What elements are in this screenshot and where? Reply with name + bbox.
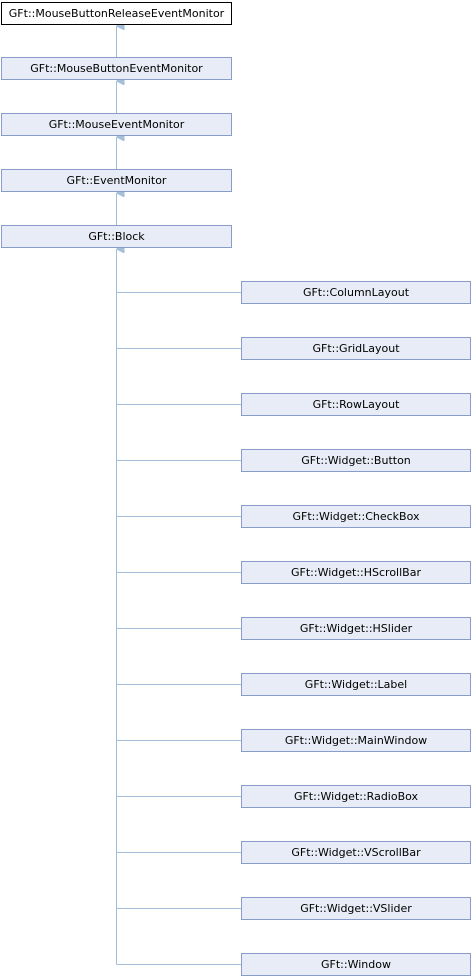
class-node-label: GFt::ColumnLayout: [303, 286, 410, 299]
class-node-widget-vscrollbar[interactable]: GFt::Widget::VScrollBar: [241, 841, 471, 864]
class-node-label: GFt::Widget::CheckBox: [292, 510, 420, 523]
class-node-label: GFt::Widget::HSlider: [300, 622, 413, 635]
class-node-event-monitor[interactable]: GFt::EventMonitor: [1, 169, 232, 192]
class-node-widget-checkbox[interactable]: GFt::Widget::CheckBox: [241, 505, 471, 528]
class-node-box: [241, 281, 471, 304]
class-node-box: [241, 841, 471, 864]
inheritance-edges: [116, 26, 241, 965]
class-node-box: [241, 505, 471, 528]
class-node-box: [241, 393, 471, 416]
class-node-row-layout[interactable]: GFt::RowLayout: [241, 393, 471, 416]
class-node-box: [241, 673, 471, 696]
class-node-button-event[interactable]: GFt::MouseButtonEventMonitor: [1, 57, 232, 80]
class-node-label: GFt::Widget::Label: [305, 678, 407, 691]
class-node-label: GFt::Widget::RadioBox: [294, 790, 419, 803]
class-node-widget-hslider[interactable]: GFt::Widget::HSlider: [241, 617, 471, 640]
class-node-widget-button[interactable]: GFt::Widget::Button: [241, 449, 471, 472]
class-node-widget-radiobox[interactable]: GFt::Widget::RadioBox: [241, 785, 471, 808]
class-node-widget-mainwindow[interactable]: GFt::Widget::MainWindow: [241, 729, 471, 752]
class-node-widget-vslider[interactable]: GFt::Widget::VSlider: [241, 897, 471, 920]
class-node-grid-layout[interactable]: GFt::GridLayout: [241, 337, 471, 360]
class-node-label: GFt::Widget::MainWindow: [285, 734, 427, 747]
class-node-box: [241, 785, 471, 808]
class-node-label: GFt::MouseButtonEventMonitor: [30, 62, 203, 75]
class-node-box: [241, 729, 471, 752]
class-node-mouse-event[interactable]: GFt::MouseEventMonitor: [1, 113, 232, 136]
class-node-box: [241, 897, 471, 920]
class-node-label: GFt::EventMonitor: [67, 174, 167, 187]
class-node-box: [1, 57, 232, 80]
class-node-label: GFt::Widget::VScrollBar: [291, 846, 421, 859]
class-node-box: [1, 169, 232, 192]
class-node-label: GFt::Widget::VSlider: [300, 902, 412, 915]
class-node-box: [241, 337, 471, 360]
class-node-label: GFt::Widget::HScrollBar: [291, 566, 421, 579]
class-node-box: [241, 561, 471, 584]
class-node-label: GFt::GridLayout: [312, 342, 400, 355]
class-node-box: [1, 225, 232, 248]
class-node-box: [1, 113, 232, 136]
class-node-widget-label[interactable]: GFt::Widget::Label: [241, 673, 471, 696]
class-node-box: [1, 2, 232, 25]
class-node-column-layout[interactable]: GFt::ColumnLayout: [241, 281, 471, 304]
class-node-label: GFt::Widget::Button: [301, 454, 411, 467]
class-node-label: GFt::MouseButtonReleaseEventMonitor: [9, 7, 225, 20]
class-node-block[interactable]: GFt::Block: [1, 225, 232, 248]
class-node-release[interactable]: GFt::MouseButtonReleaseEventMonitor: [1, 2, 232, 25]
class-node-box: [241, 617, 471, 640]
class-node-label: GFt::MouseEventMonitor: [49, 118, 185, 131]
class-node-box: [241, 449, 471, 472]
class-node-label: GFt::Block: [88, 230, 145, 243]
class-node-window[interactable]: GFt::Window: [241, 953, 471, 976]
class-node-label: GFt::Window: [321, 958, 391, 971]
class-node-label: GFt::RowLayout: [313, 398, 401, 411]
class-node-widget-hscrollbar[interactable]: GFt::Widget::HScrollBar: [241, 561, 471, 584]
